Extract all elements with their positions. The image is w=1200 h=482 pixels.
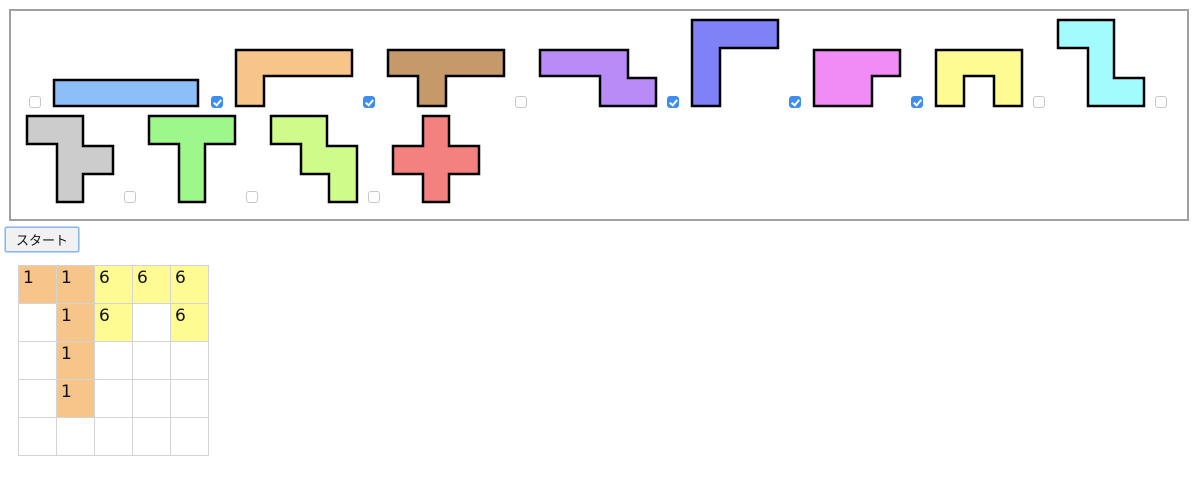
- piece-checkbox-3[interactable]: [515, 96, 527, 108]
- board-row: 1: [18, 379, 209, 418]
- piece-checkbox-6[interactable]: [911, 96, 923, 108]
- board-cell: [132, 417, 171, 456]
- piece-V: [690, 18, 780, 108]
- piece-checkbox-8[interactable]: [1155, 96, 1167, 108]
- board-cell: [56, 417, 95, 456]
- piece-checkbox-7[interactable]: [1033, 96, 1045, 108]
- pieces-panel: [9, 9, 1189, 221]
- piece-T: [147, 114, 238, 205]
- piece-X: [391, 114, 482, 205]
- piece-checkbox-5[interactable]: [789, 96, 801, 108]
- board-row: [18, 417, 209, 456]
- piece-W: [269, 114, 360, 205]
- board-row: 1: [18, 341, 209, 380]
- board-cell: [18, 417, 57, 456]
- piece-N: [538, 48, 658, 108]
- piece-Z: [1056, 18, 1146, 108]
- board-cell: [132, 341, 171, 380]
- board-cell: 1: [56, 341, 95, 380]
- board-cell: [94, 341, 133, 380]
- piece-I: [52, 78, 200, 108]
- board-cell: 1: [18, 265, 57, 304]
- board-cell: [18, 303, 57, 342]
- piece-checkbox-4[interactable]: [667, 96, 679, 108]
- board-cell: 6: [94, 265, 133, 304]
- board-cell: 6: [94, 303, 133, 342]
- board-cell: [170, 379, 209, 418]
- piece-checkbox-11[interactable]: [368, 191, 380, 203]
- board-cell: 1: [56, 303, 95, 342]
- board-cell: [170, 341, 209, 380]
- board-cell: [132, 303, 171, 342]
- piece-P: [812, 48, 902, 108]
- piece-U: [934, 48, 1024, 108]
- board-cell: [132, 379, 171, 418]
- board-cell: 1: [56, 379, 95, 418]
- board-cell: 6: [170, 303, 209, 342]
- piece-L: [234, 48, 354, 108]
- board-cell: 6: [170, 265, 209, 304]
- board-cell: [170, 417, 209, 456]
- piece-checkbox-0[interactable]: [29, 96, 41, 108]
- board-cell: 6: [132, 265, 171, 304]
- start-button[interactable]: スタート: [5, 227, 80, 252]
- piece-checkbox-2[interactable]: [363, 96, 375, 108]
- board-cell: [18, 341, 57, 380]
- piece-checkbox-10[interactable]: [246, 191, 258, 203]
- board-cell: 1: [56, 265, 95, 304]
- piece-checkbox-1[interactable]: [211, 96, 223, 108]
- piece-T-wide: [386, 48, 506, 108]
- board-cell: [94, 379, 133, 418]
- board-cell: [18, 379, 57, 418]
- board-cell: [94, 417, 133, 456]
- piece-F: [25, 114, 116, 205]
- piece-checkbox-9[interactable]: [124, 191, 136, 203]
